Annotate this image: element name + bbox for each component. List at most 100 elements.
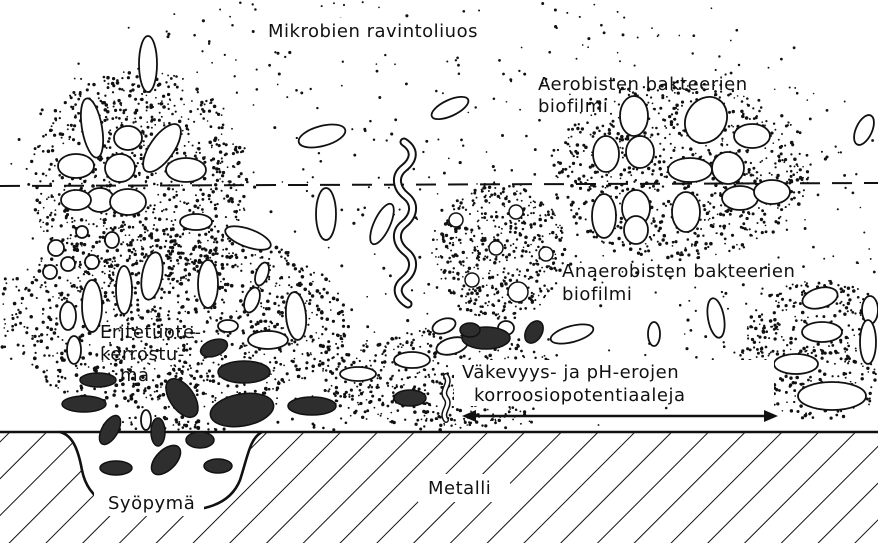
stipple-dot bbox=[168, 317, 171, 320]
stipple-dot bbox=[732, 246, 735, 249]
stipple-dot bbox=[350, 389, 353, 392]
stipple-dot bbox=[48, 298, 51, 301]
stipple-dot bbox=[91, 184, 95, 188]
stipple-dot bbox=[826, 109, 829, 112]
stipple-dot bbox=[274, 51, 276, 53]
stipple-dot bbox=[578, 216, 581, 219]
stipple-dot bbox=[209, 380, 212, 383]
stipple-dot bbox=[831, 344, 834, 347]
stipple-dot bbox=[167, 314, 169, 316]
stipple-dot bbox=[576, 234, 579, 237]
stipple-dot bbox=[432, 368, 435, 371]
stipple-dot bbox=[51, 218, 55, 222]
stipple-dot bbox=[620, 217, 623, 220]
stipple-dot bbox=[73, 248, 76, 251]
stipple-dot bbox=[663, 234, 667, 238]
stipple-dot bbox=[49, 384, 52, 387]
stipple-dot bbox=[845, 306, 848, 309]
stipple-dot bbox=[381, 403, 384, 406]
stipple-dot bbox=[382, 351, 384, 353]
stipple-dot bbox=[753, 346, 755, 348]
stipple-dot bbox=[215, 253, 217, 255]
stipple-dot bbox=[863, 231, 865, 233]
stipple-dot bbox=[619, 193, 621, 195]
stipple-dot bbox=[473, 302, 476, 305]
stipple-dot bbox=[556, 235, 558, 237]
deposit-particle bbox=[100, 461, 132, 475]
stipple-dot bbox=[792, 326, 795, 329]
stipple-dot bbox=[127, 245, 129, 247]
stipple-dot bbox=[273, 302, 276, 305]
stipple-dot bbox=[376, 386, 379, 389]
stipple-dot bbox=[250, 325, 254, 329]
stipple-dot bbox=[160, 201, 162, 203]
stipple-dot bbox=[197, 362, 200, 365]
stipple-dot bbox=[327, 340, 330, 343]
stipple-dot bbox=[141, 406, 143, 408]
stipple-dot bbox=[182, 426, 185, 429]
stipple-dot bbox=[411, 289, 413, 291]
stipple-dot bbox=[130, 317, 134, 321]
stipple-dot bbox=[133, 154, 136, 157]
stipple-dot bbox=[751, 326, 753, 328]
stipple-dot bbox=[230, 187, 233, 190]
stipple-dot bbox=[335, 386, 338, 389]
stipple-dot bbox=[709, 218, 711, 220]
stipple-dot bbox=[756, 237, 758, 239]
stipple-dot bbox=[592, 135, 595, 138]
stipple-dot bbox=[412, 347, 415, 350]
stipple-dot bbox=[38, 201, 41, 204]
stipple-dot bbox=[17, 309, 19, 311]
anaerobic-cell bbox=[449, 213, 463, 227]
stipple-dot bbox=[665, 407, 668, 410]
stipple-dot bbox=[80, 363, 83, 366]
stipple-dot bbox=[384, 345, 386, 347]
stipple-dot bbox=[58, 203, 60, 205]
stipple-dot bbox=[870, 258, 872, 260]
stipple-dot bbox=[209, 249, 212, 252]
stipple-dot bbox=[136, 299, 139, 302]
stipple-dot bbox=[475, 263, 478, 266]
stipple-dot bbox=[330, 309, 332, 311]
stipple-dot bbox=[852, 192, 855, 195]
stipple-dot bbox=[829, 280, 832, 283]
stipple-dot bbox=[553, 164, 556, 167]
stipple-dot bbox=[477, 268, 479, 270]
stipple-dot bbox=[67, 279, 69, 281]
stipple-dot bbox=[781, 133, 783, 135]
stipple-dot bbox=[221, 263, 225, 267]
stipple-dot bbox=[760, 161, 762, 163]
stipple-dot bbox=[183, 152, 186, 155]
stipple-dot bbox=[143, 144, 145, 146]
stipple-dot bbox=[537, 246, 540, 249]
stipple-dot bbox=[722, 140, 724, 142]
stipple-dot bbox=[761, 355, 764, 358]
stipple-dot bbox=[770, 150, 773, 153]
stipple-dot bbox=[125, 234, 127, 236]
stipple-dot bbox=[163, 406, 167, 410]
stipple-dot bbox=[514, 257, 516, 259]
stipple-dot bbox=[66, 298, 68, 300]
stipple-dot bbox=[277, 310, 281, 314]
stipple-dot bbox=[162, 393, 166, 397]
stipple-dot bbox=[778, 302, 780, 304]
stipple-dot bbox=[538, 218, 542, 222]
stipple-dot bbox=[453, 267, 455, 269]
stipple-dot bbox=[135, 262, 137, 264]
stipple-dot bbox=[132, 226, 135, 229]
stipple-dot bbox=[855, 173, 857, 175]
stipple-dot bbox=[446, 365, 448, 367]
stipple-dot bbox=[492, 413, 494, 415]
stipple-dot bbox=[39, 221, 41, 223]
stipple-dot bbox=[256, 69, 258, 71]
stipple-dot bbox=[81, 245, 83, 247]
stipple-dot bbox=[360, 393, 362, 395]
stipple-dot bbox=[294, 267, 297, 270]
stipple-dot bbox=[211, 145, 213, 147]
stipple-dot bbox=[269, 361, 271, 363]
stipple-dot bbox=[237, 316, 240, 319]
stipple-dot bbox=[45, 375, 48, 378]
stipple-dot bbox=[302, 269, 304, 271]
stipple-dot bbox=[167, 373, 169, 375]
stipple-dot bbox=[15, 286, 17, 288]
